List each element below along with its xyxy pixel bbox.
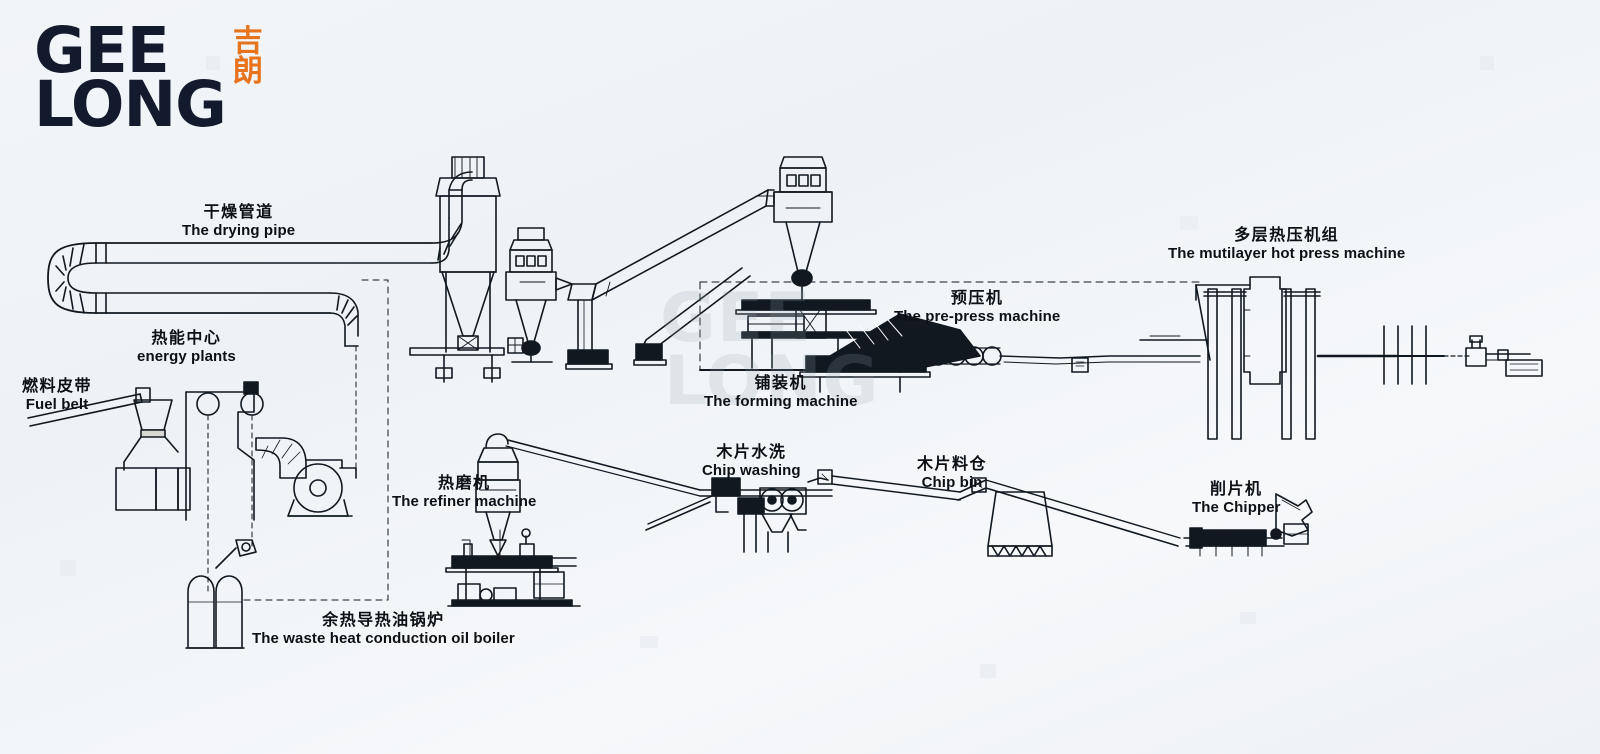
pre-press-machine bbox=[799, 313, 1201, 393]
logo-latin: GEE LONG bbox=[34, 14, 227, 142]
label-pre-press-machine-cn: 预压机 bbox=[950, 288, 1004, 307]
fuel-belt-upper bbox=[27, 393, 141, 419]
chipper-machine bbox=[1183, 493, 1313, 557]
inclined-belt-secondary bbox=[633, 267, 751, 366]
logo-line-gee: GEE bbox=[34, 14, 170, 87]
label-hot-press-machine-cn: 多层热压机组 bbox=[1234, 225, 1340, 244]
energy-plant bbox=[27, 345, 357, 593]
refiner-machine bbox=[445, 433, 701, 607]
label-energy-plants-en: energy plants bbox=[137, 347, 236, 365]
logo-cn-char-lang: 朗 bbox=[232, 54, 263, 89]
logo-cn-char-ji: 吉 bbox=[232, 24, 263, 59]
logo-chinese: 吉 朗 bbox=[233, 27, 263, 87]
label-forming-machine-cn: 铺装机 bbox=[754, 373, 808, 392]
label-forming-machine-en: The forming machine bbox=[704, 392, 858, 410]
cyclone-separator-small bbox=[505, 227, 573, 363]
drying-pipe-riser bbox=[448, 171, 473, 219]
inclined-conveyor-to-forming bbox=[565, 189, 769, 370]
label-chip-washing-cn: 木片水洗 bbox=[716, 442, 787, 461]
boiler-to-refiner-line bbox=[243, 279, 389, 601]
label-refiner-machine-en: The refiner machine bbox=[392, 492, 537, 510]
label-fuel-belt-en: Fuel belt bbox=[25, 395, 89, 413]
label-waste-heat-boiler-cn: 余热导热油锅炉 bbox=[322, 610, 445, 629]
drying-pipe-duct bbox=[47, 189, 463, 347]
label-chip-bin-cn: 木片料仓 bbox=[917, 454, 988, 473]
label-drying-pipe-cn: 干燥管道 bbox=[203, 202, 274, 221]
label-chip-washing-en: Chip washing bbox=[702, 461, 801, 479]
label-hot-press-machine-en: The mutilayer hot press machine bbox=[1168, 244, 1406, 262]
label-drying-pipe-en: The drying pipe bbox=[182, 221, 296, 239]
waste-heat-oil-boiler bbox=[185, 575, 245, 649]
label-waste-heat-boiler-en: The waste heat conduction oil boiler bbox=[252, 629, 515, 647]
chip-washing bbox=[645, 469, 961, 553]
cyclone-separator-forming bbox=[755, 156, 833, 301]
logo-line-long: LONG bbox=[34, 68, 227, 142]
label-fuel-belt-cn: 燃料皮带 bbox=[22, 376, 93, 395]
label-chipper-cn: 削片机 bbox=[1210, 479, 1263, 498]
cyclone-separator-large bbox=[409, 156, 524, 383]
label-refiner-machine-cn: 热磨机 bbox=[437, 473, 491, 492]
chip-bin bbox=[957, 477, 1181, 557]
label-chipper-en: The Chipper bbox=[1192, 498, 1281, 516]
hot-press-machine bbox=[1139, 276, 1543, 440]
label-energy-plants-cn: 热能中心 bbox=[151, 328, 222, 347]
label-chip-bin-en: Chip bin bbox=[921, 473, 983, 491]
label-pre-press-machine-en: The pre-press machine bbox=[894, 307, 1061, 325]
geelong-logo: GEE LONG 吉 朗 bbox=[34, 14, 263, 142]
